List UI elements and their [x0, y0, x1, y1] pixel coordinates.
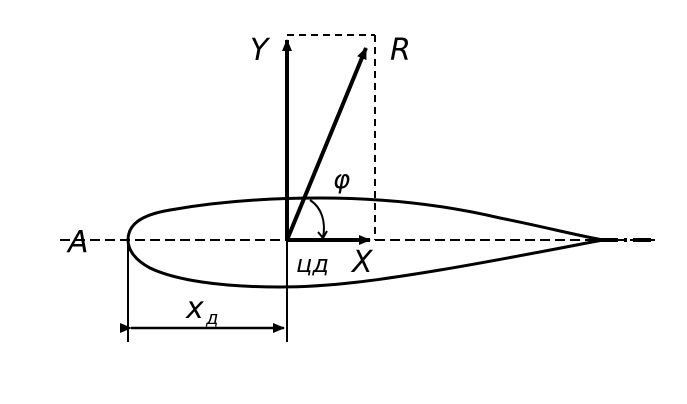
label-resultant-r: R [390, 33, 411, 68]
resultant-vector-r [285, 47, 368, 241]
angle-arc-tick [317, 230, 328, 240]
airfoil-profile [126, 196, 604, 289]
label-drag-x: X [350, 245, 374, 280]
label-lift-y: Y [250, 33, 271, 68]
angle-arc [309, 199, 325, 239]
label-angle-phi: φ [333, 165, 350, 195]
label-distance-x: x [185, 291, 204, 326]
label-a: A [66, 225, 89, 260]
label-distance-subscript: д [205, 308, 218, 329]
label-center-of-pressure: цд [296, 250, 329, 278]
